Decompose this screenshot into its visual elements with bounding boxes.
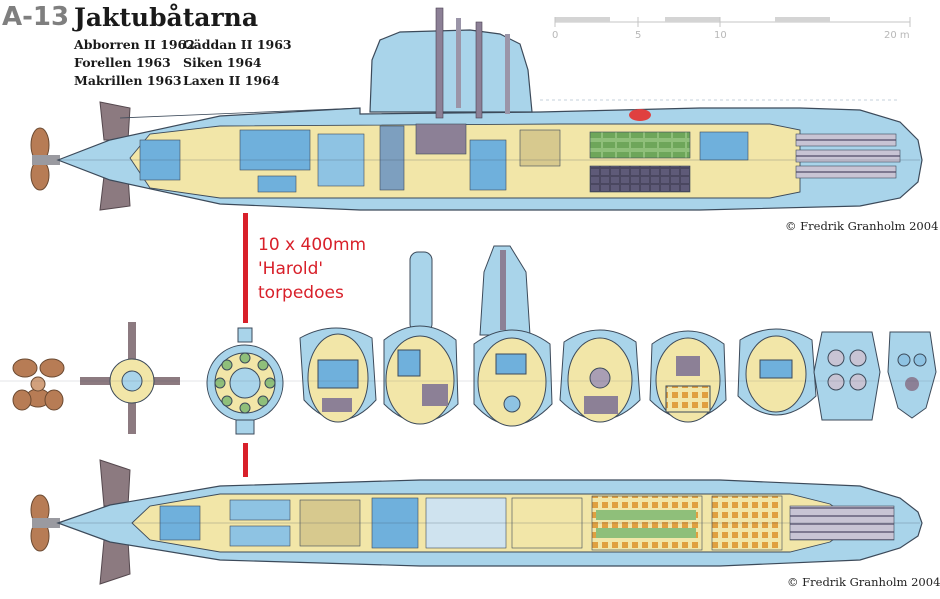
propeller-front-icon	[12, 358, 65, 411]
propeller-icon	[30, 494, 60, 552]
boat-name: Gäddan II 1963	[183, 37, 292, 52]
boat-name: Abborren II 1962	[74, 37, 195, 52]
copyright-bottom: © Fredrik Granholm 2004	[787, 575, 940, 589]
boat-name: Makrillen 1963	[74, 73, 182, 88]
scale-label: 5	[635, 30, 642, 41]
torpedo-annotation: 10 x 400mm 'Harold' torpedoes	[258, 233, 366, 305]
boat-name: Siken 1964	[183, 55, 262, 70]
boat-name: Laxen II 1964	[183, 73, 280, 88]
annotation-line: 'Harold'	[258, 259, 324, 279]
propeller-icon	[30, 127, 60, 191]
annotation-bar	[243, 443, 248, 477]
plan-view	[30, 459, 923, 585]
boat-name: Forellen 1963	[74, 55, 171, 70]
scale-label: 0	[552, 30, 559, 41]
annotation-bar	[243, 213, 248, 323]
scale-bar	[554, 17, 911, 27]
title-code: A-13	[2, 2, 70, 32]
annotation-line: 10 x 400mm	[258, 235, 367, 255]
copyright-top: © Fredrik Granholm 2004	[785, 219, 939, 233]
cross-sections-row	[0, 245, 940, 435]
side-profile-view	[30, 7, 923, 211]
scale-label: 10	[714, 30, 727, 41]
annotation-line: torpedoes	[258, 283, 344, 303]
scale-label: 20 m	[884, 30, 910, 41]
title-name: Jaktubåtarna	[74, 3, 259, 32]
